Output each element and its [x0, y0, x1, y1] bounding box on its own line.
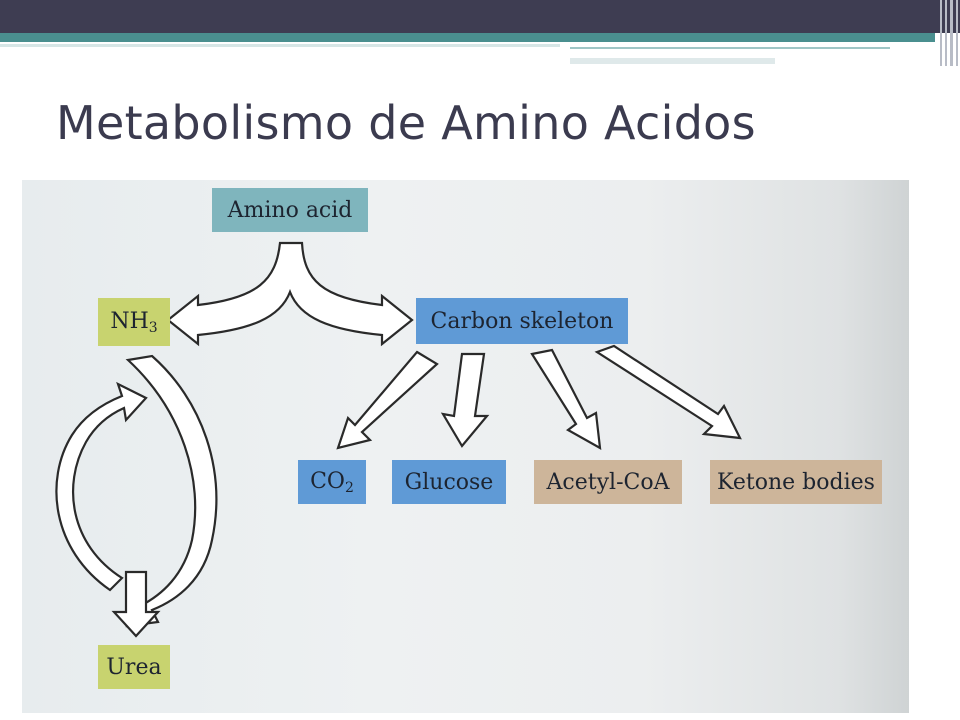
node-nh3: NH3 [98, 298, 170, 346]
node-carbon-skeleton-label: Carbon skeleton [430, 308, 614, 334]
header-bar [0, 0, 960, 33]
node-amino-acid: Amino acid [212, 188, 368, 232]
urea-cycle-arrow [125, 354, 218, 628]
split-arrow [166, 241, 414, 347]
header-divider-line [570, 47, 890, 49]
flow-arrows [55, 241, 742, 638]
header-divider-line [570, 58, 775, 64]
node-nh3-text: NH [110, 308, 149, 334]
node-co2-label: CO2 [310, 469, 354, 496]
node-ketone-bodies: Ketone bodies [710, 460, 882, 504]
arrow-to-glucose [440, 352, 490, 448]
header-divider-line [0, 44, 560, 47]
node-ketone-bodies-label: Ketone bodies [717, 469, 875, 495]
arrow-to-acetyl-coa [530, 348, 602, 451]
node-glucose: Glucose [392, 460, 506, 504]
slide-title: Metabolismo de Amino Acidos [56, 96, 756, 150]
node-co2-subscript: 2 [344, 479, 354, 496]
metabolism-figure: Amino acid NH3 Carbon skeleton CO2 Gluco… [22, 180, 909, 713]
arrow-to-ketone-bodies [594, 344, 742, 440]
node-acetyl-coa: Acetyl-CoA [534, 460, 682, 504]
node-carbon-skeleton: Carbon skeleton [416, 298, 628, 344]
node-acetyl-coa-label: Acetyl-CoA [546, 469, 670, 495]
corner-decoration [938, 0, 960, 66]
arrow-to-co2 [336, 350, 439, 450]
node-co2: CO2 [298, 460, 366, 504]
node-nh3-subscript: 3 [148, 319, 158, 336]
node-urea-label: Urea [106, 654, 162, 680]
node-nh3-label: NH3 [110, 309, 157, 336]
node-amino-acid-label: Amino acid [227, 197, 353, 223]
node-urea: Urea [98, 645, 170, 689]
node-glucose-label: Glucose [404, 469, 494, 495]
node-co2-text: CO [310, 468, 345, 494]
header-accent-bar [0, 33, 935, 42]
arrow-to-urea [111, 570, 161, 638]
urea-cycle-arrow [55, 381, 148, 592]
